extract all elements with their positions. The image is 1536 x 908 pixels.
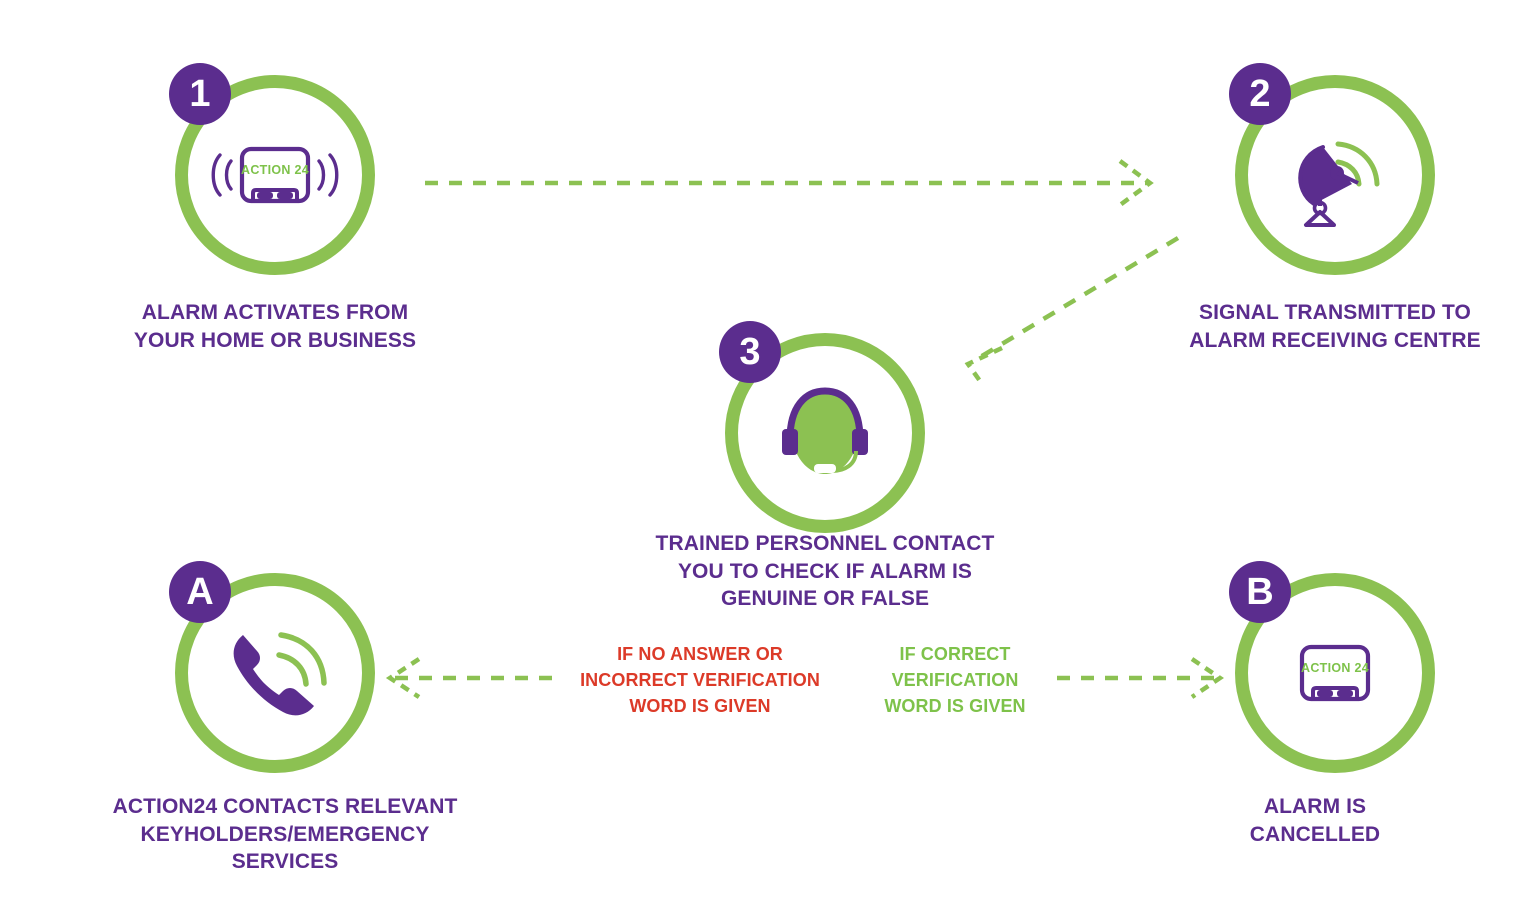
node-badge-1: 1 [169, 63, 231, 125]
edge-label-no-answer: IF NO ANSWER OR INCORRECT VERIFICATION W… [580, 644, 820, 717]
step-caption-1: ALARM ACTIVATES FROM YOUR HOME OR BUSINE… [133, 301, 417, 352]
node-badge-3: 3 [719, 321, 781, 383]
alarm-panel-icon: ACTION 24 [1235, 573, 1435, 773]
arrow-step3-to-stepB [1057, 657, 1225, 699]
arrow-step3-to-stepA [385, 657, 552, 699]
step-node-3[interactable]: 3 [719, 321, 925, 533]
panel-brand-text: ACTION 24 [1301, 661, 1369, 675]
panel-brand-text: ACTION 24 [241, 163, 309, 177]
alarm-panel-with-sound-waves-icon: ACTION 24 [175, 75, 375, 275]
step-node-1[interactable]: 1 ACTION 24 [169, 63, 375, 275]
step-node-a[interactable]: A [169, 561, 375, 773]
headset-operator-icon [725, 333, 925, 533]
ringing-phone-handset-icon [175, 573, 375, 773]
step-caption-b: ALARM IS CANCELLED [1249, 795, 1381, 846]
satellite-dish-icon [1235, 75, 1435, 275]
step-node-b[interactable]: B ACTION 24 [1229, 561, 1435, 773]
step-caption-3: TRAINED PERSONNEL CONTACT YOU TO CHECK I… [655, 532, 995, 611]
step-caption-a: ACTION24 CONTACTS RELEVANT KEYHOLDERS/EM… [112, 795, 458, 874]
edge-label-correct-word: IF CORRECT VERIFICATION WORD IS GIVEN [884, 644, 1026, 717]
arrow-step1-to-step2 [425, 159, 1154, 207]
arrow-step2-to-step3 [964, 236, 1180, 383]
node-badge-b: B [1229, 561, 1291, 623]
node-badge-a: A [169, 561, 231, 623]
step-caption-2: SIGNAL TRANSMITTED TO ALARM RECEIVING CE… [1189, 301, 1481, 352]
node-badge-2: 2 [1229, 63, 1291, 125]
step-node-2[interactable]: 2 [1229, 63, 1435, 275]
